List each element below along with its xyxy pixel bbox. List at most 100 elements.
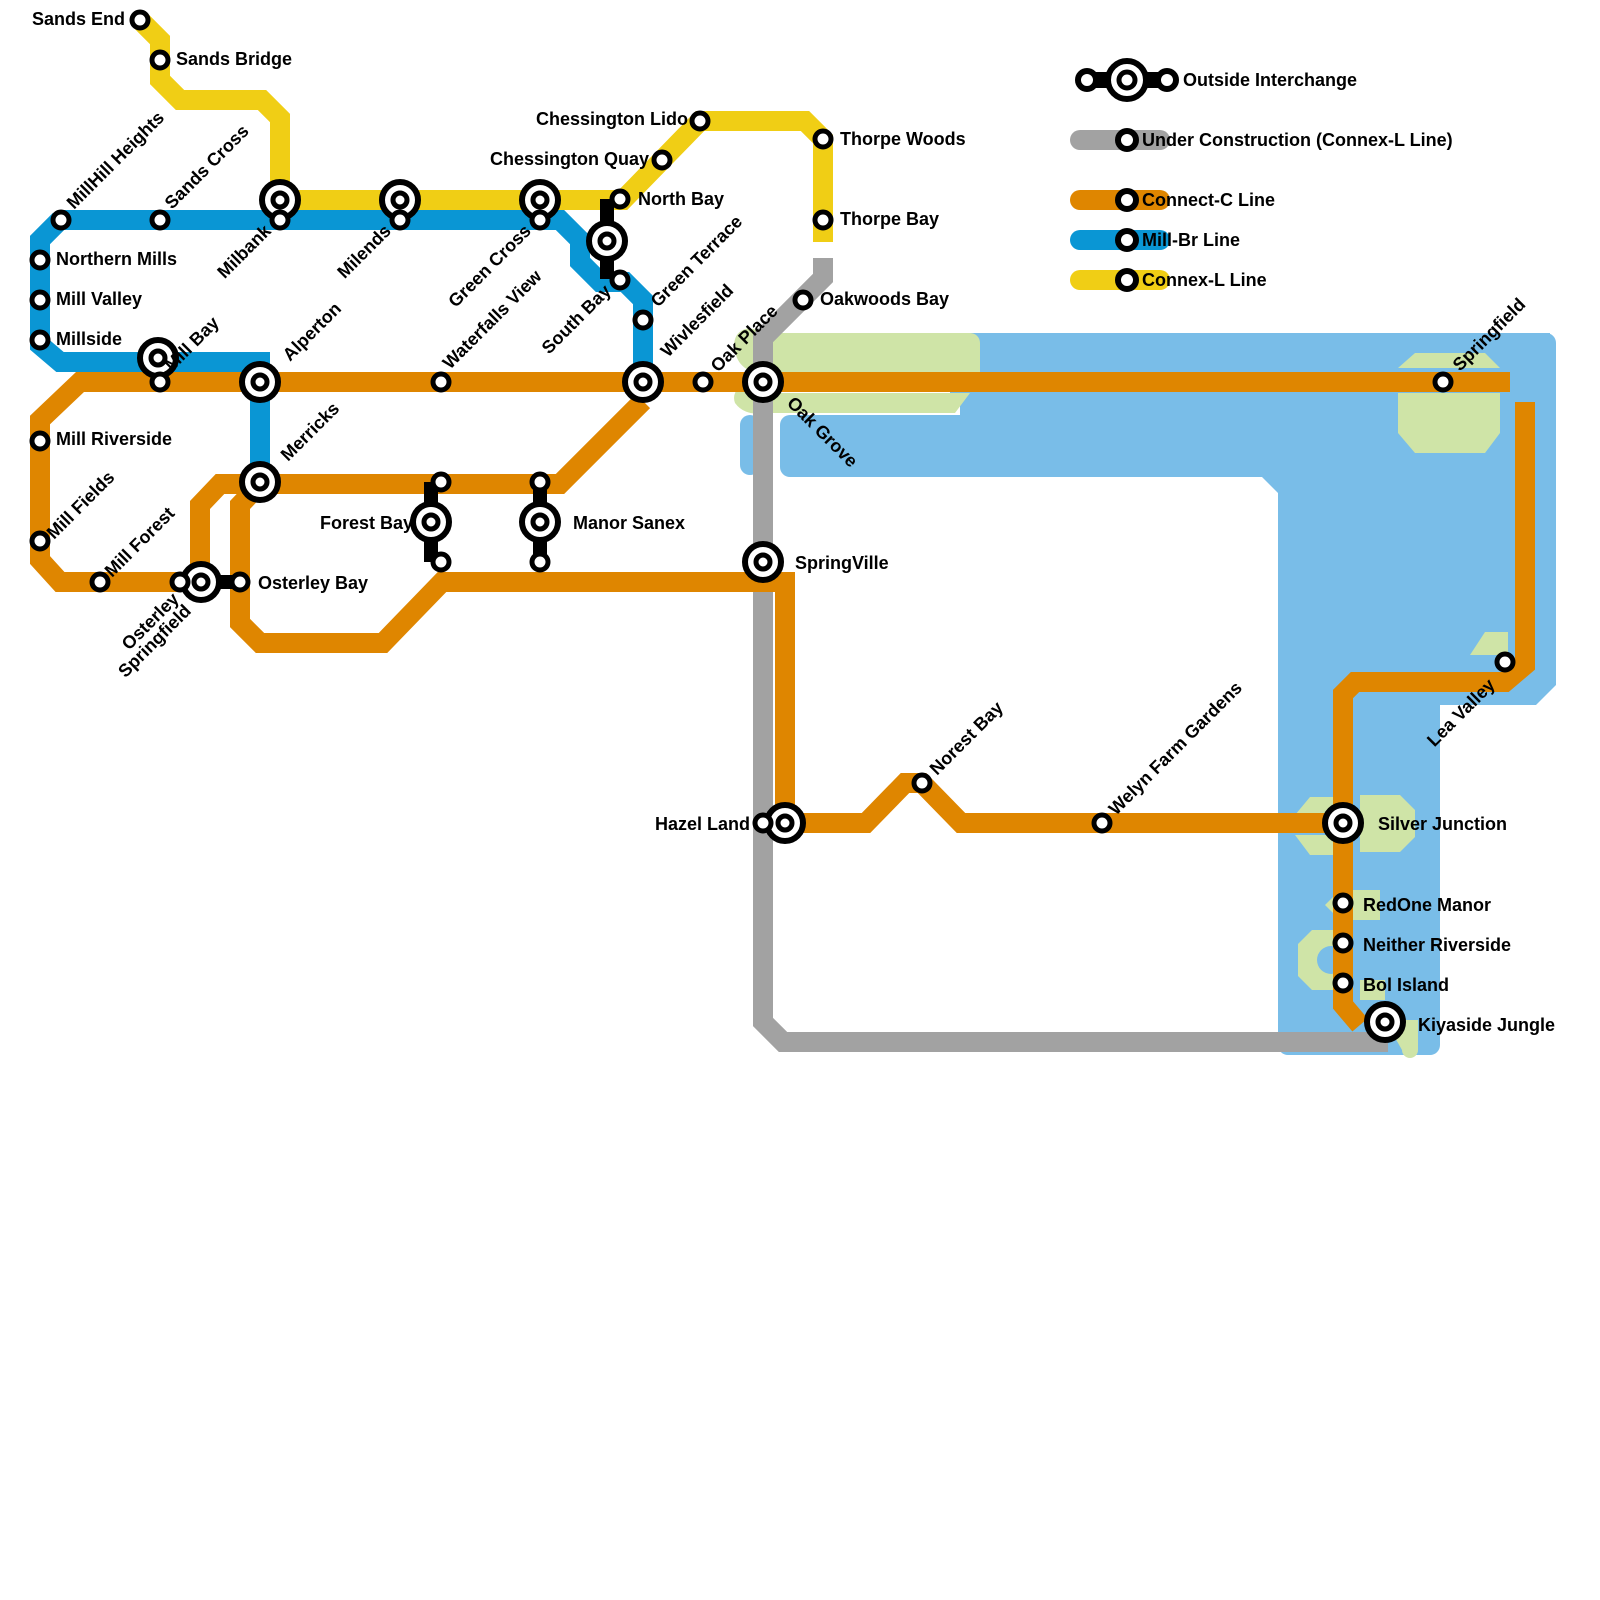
station-osterley-bay-icon[interactable]	[229, 571, 251, 593]
legend-label-under-construction: Under Construction (Connex-L Line)	[1142, 130, 1453, 150]
label-sands-bridge[interactable]: Sands Bridge	[176, 49, 292, 69]
legend: Outside Interchange Under Construction (…	[1070, 58, 1453, 292]
label-mill-forest[interactable]: Mill Forest	[101, 503, 179, 581]
station-forest-bay-bottom-icon[interactable]	[430, 551, 452, 573]
label-manor-sanex[interactable]: Manor Sanex	[573, 513, 685, 533]
park-springfield-north	[1398, 353, 1500, 368]
label-mill-riverside[interactable]: Mill Riverside	[56, 429, 172, 449]
interchange-manor-sanex-inner-icon	[530, 512, 550, 532]
station-osterley-west-icon[interactable]	[169, 571, 191, 593]
station-milbank-lower-icon[interactable]	[269, 209, 291, 231]
label-alperton[interactable]: Alperton	[279, 298, 345, 364]
station-sands-end-icon[interactable]	[129, 9, 151, 31]
label-sands-end[interactable]: Sands End	[32, 9, 125, 29]
park-oak-north	[734, 328, 980, 373]
park-lea-valley-north	[1470, 632, 1508, 655]
station-chessington-quay-icon[interactable]	[651, 149, 673, 171]
station-forest-bay-top-icon[interactable]	[430, 471, 452, 493]
station-hazel-land-side-icon[interactable]	[752, 812, 774, 834]
station-norest-bay-icon[interactable]	[911, 772, 933, 794]
label-norest-bay[interactable]: Norest Bay	[926, 697, 1007, 778]
station-mill-fields-icon[interactable]	[29, 530, 51, 552]
interchange-mill-bay-inner-icon	[148, 348, 168, 368]
station-lea-valley-icon[interactable]	[1494, 651, 1516, 673]
line-connect-c-loop	[230, 477, 1343, 833]
station-sands-cross-icon[interactable]	[149, 209, 171, 231]
legend-outside-interchange: Outside Interchange	[1075, 58, 1357, 102]
label-millhill-heights[interactable]: MillHill Heights	[63, 107, 168, 212]
station-springfield-icon[interactable]	[1432, 371, 1454, 393]
label-sands-cross[interactable]: Sands Cross	[161, 121, 253, 213]
label-welyn-farm-gardens[interactable]: Welyn Farm Gardens	[1105, 678, 1246, 819]
label-silver-junction[interactable]: Silver Junction	[1378, 814, 1507, 834]
label-neither-riverside[interactable]: Neither Riverside	[1363, 935, 1511, 955]
station-oakwoods-bay-icon[interactable]	[792, 289, 814, 311]
line-connex-l	[132, 12, 833, 242]
label-mill-valley[interactable]: Mill Valley	[56, 289, 142, 309]
label-millside[interactable]: Millside	[56, 329, 122, 349]
label-osterley-bay[interactable]: Osterley Bay	[258, 573, 368, 593]
station-mill-valley-icon[interactable]	[29, 289, 51, 311]
label-thorpe-bay[interactable]: Thorpe Bay	[840, 209, 939, 229]
line-connect-c-trunk	[30, 372, 1510, 541]
station-south-bay-icon[interactable]	[609, 269, 631, 291]
line-connect-c-east	[1333, 402, 1535, 1005]
park-springfield-south	[1398, 393, 1500, 453]
station-redone-manor-icon[interactable]	[1332, 892, 1354, 914]
station-milends-lower-icon[interactable]	[389, 209, 411, 231]
label-redone-manor[interactable]: RedOne Manor	[1363, 895, 1491, 915]
station-northern-mills-icon[interactable]	[29, 249, 51, 271]
station-thorpe-bay-icon[interactable]	[812, 209, 834, 231]
station-sands-bridge-icon[interactable]	[149, 49, 171, 71]
label-chessington-lido[interactable]: Chessington Lido	[536, 109, 688, 129]
interchange-osterley-inner-icon	[191, 572, 211, 592]
legend-label-connect-c: Connect-C Line	[1142, 190, 1275, 210]
label-hazel-land[interactable]: Hazel Land	[655, 814, 750, 834]
stations	[29, 9, 1516, 1043]
station-mill-forest-icon[interactable]	[89, 571, 111, 593]
park-oak-south	[734, 384, 970, 414]
label-mill-fields[interactable]: Mill Fields	[43, 467, 119, 543]
label-northern-mills[interactable]: Northern Mills	[56, 249, 177, 269]
label-springville[interactable]: SpringVille	[795, 553, 889, 573]
station-north-bay-icon[interactable]	[609, 188, 631, 210]
station-manor-sanex-bottom-icon[interactable]	[529, 551, 551, 573]
station-waterfalls-view-icon[interactable]	[430, 371, 452, 393]
station-manor-sanex-top-icon[interactable]	[529, 471, 551, 493]
line-connect-c-west	[30, 393, 651, 592]
interchange-milbank-inner-icon	[270, 190, 290, 210]
station-mill-riverside-icon[interactable]	[29, 430, 51, 452]
station-bol-island-icon[interactable]	[1332, 972, 1354, 994]
label-north-bay[interactable]: North Bay	[638, 189, 724, 209]
label-south-bay[interactable]: South Bay	[538, 281, 615, 358]
legend-station-icon	[1155, 68, 1179, 92]
interchange-springville-inner-icon	[753, 552, 773, 572]
label-kiyaside-jungle[interactable]: Kiyaside Jungle	[1418, 1015, 1555, 1035]
station-millhill-heights-icon[interactable]	[50, 209, 72, 231]
label-bol-island[interactable]: Bol Island	[1363, 975, 1449, 995]
interchange-alperton-inner-icon	[250, 372, 270, 392]
line-connex-l-north	[132, 12, 290, 200]
station-green-cross-lower-icon[interactable]	[529, 209, 551, 231]
station-mill-bay-lower-icon[interactable]	[149, 371, 171, 393]
legend-connect-c: Connect-C Line	[1070, 188, 1275, 212]
station-millside-icon[interactable]	[29, 329, 51, 351]
label-forest-bay[interactable]: Forest Bay	[320, 513, 413, 533]
label-oakwoods-bay[interactable]: Oakwoods Bay	[820, 289, 949, 309]
label-chessington-quay[interactable]: Chessington Quay	[490, 149, 649, 169]
station-neither-riverside-icon[interactable]	[1332, 932, 1354, 954]
station-chessington-lido-icon[interactable]	[689, 110, 711, 132]
line-under-construction	[753, 258, 1388, 1052]
water-main	[780, 333, 1556, 1055]
interchange-oak-place-inner-icon	[753, 372, 773, 392]
interchange-kiyaside-jungle-inner-icon	[1375, 1012, 1395, 1032]
park-silver-left	[1295, 797, 1335, 855]
label-waterfalls-view[interactable]: Waterfalls View	[439, 265, 547, 373]
station-thorpe-woods-icon[interactable]	[812, 128, 834, 150]
station-oak-place-side-icon[interactable]	[692, 371, 714, 393]
station-welyn-farm-gardens-icon[interactable]	[1091, 812, 1113, 834]
label-thorpe-woods[interactable]: Thorpe Woods	[840, 129, 966, 149]
label-merricks[interactable]: Merricks	[277, 398, 344, 465]
station-green-terrace-icon[interactable]	[632, 309, 654, 331]
